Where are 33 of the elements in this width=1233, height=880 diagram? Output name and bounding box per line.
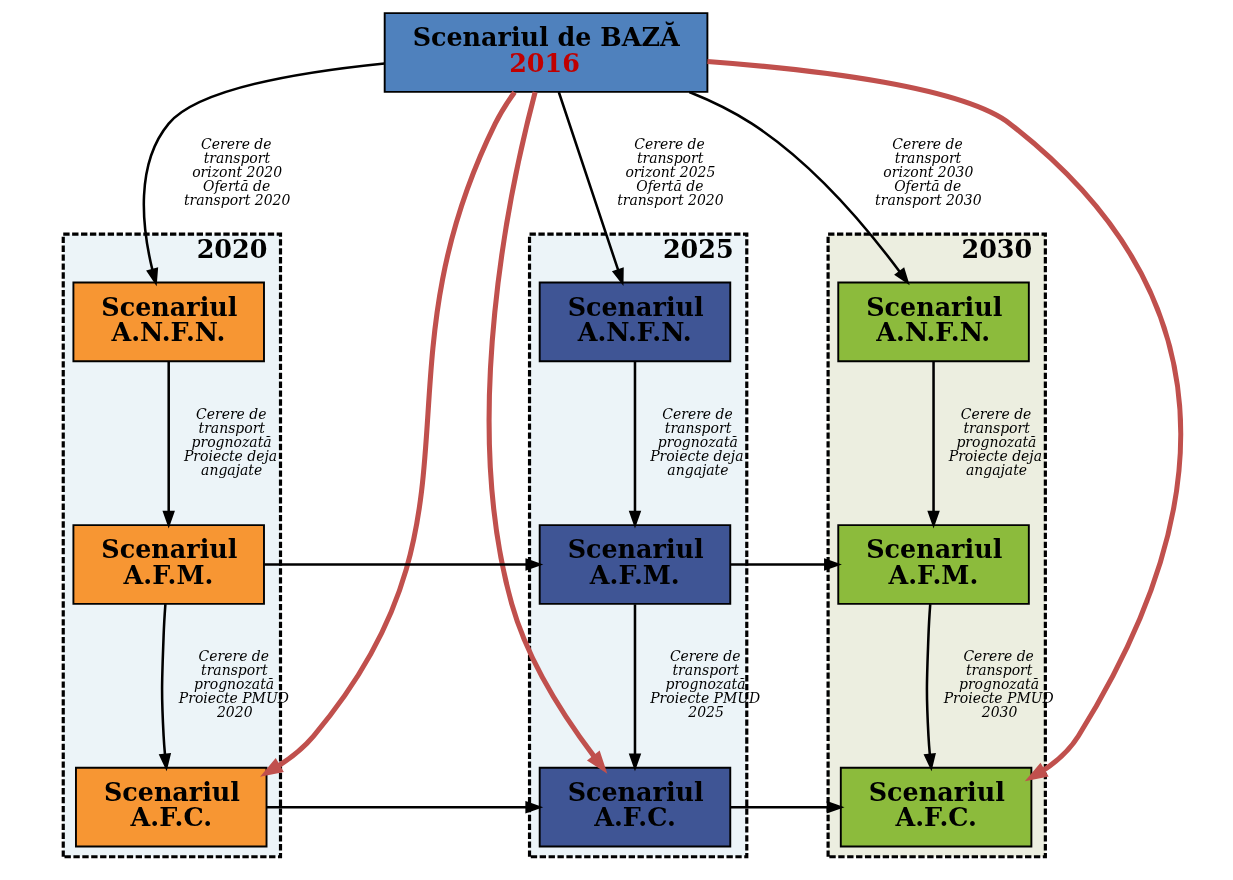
arrow — [926, 361, 940, 529]
arrow — [730, 558, 842, 571]
node-box: Scenariul A.F.M. — [71, 524, 265, 605]
arrow — [161, 361, 175, 529]
edge-label: Cerere de transport orizont 2030 Ofertă de transport 2030 — [874, 136, 982, 209]
node-box: Scenariul A.N.F.N. — [538, 281, 731, 363]
node-box: Scenariul A.N.F.N. — [836, 281, 1030, 363]
arrow — [486, 91, 607, 774]
edge-label: Cerere de transport prognozată Proiecte deja angajate — [948, 405, 1042, 478]
arrow — [923, 604, 936, 772]
arrow — [730, 800, 845, 814]
arrow — [706, 59, 1182, 782]
edge-label: Cerere de transport orizont 2020 Ofertă de transport 2020 — [183, 136, 290, 209]
arrow — [158, 604, 171, 772]
edge-label: Cerere de transport prognozată Proiecte deja angajate — [649, 405, 743, 478]
arrow — [259, 90, 517, 777]
node-box: Scenariul A.F.C. — [538, 766, 731, 848]
node-box: Scenariul A.N.F.N. — [71, 281, 265, 363]
arrow — [688, 90, 910, 286]
arrow — [557, 91, 624, 287]
node-box: Scenariul A.F.C. — [839, 766, 1032, 848]
node-box: Scenariul A.F.C. — [74, 766, 267, 848]
arrow — [263, 558, 543, 571]
edge-label: Cerere de transport prognozată Proiecte deja angajate — [183, 405, 277, 478]
node-box: Scenariul de BAZĂ 2016 — [383, 12, 708, 93]
arrow — [628, 604, 641, 772]
node-box: Scenariul A.F.M. — [836, 524, 1030, 605]
edge-label: Cerere de transport orizont 2025 Ofertă de transport 2020 — [616, 136, 724, 209]
arrow — [266, 800, 543, 814]
edge-label: Cerere de transport prognozată Proiecte PMUD 2025 — [649, 648, 760, 721]
node-box: Scenariul A.F.M. — [538, 524, 731, 605]
arrow — [628, 361, 641, 529]
arrow — [142, 62, 385, 287]
